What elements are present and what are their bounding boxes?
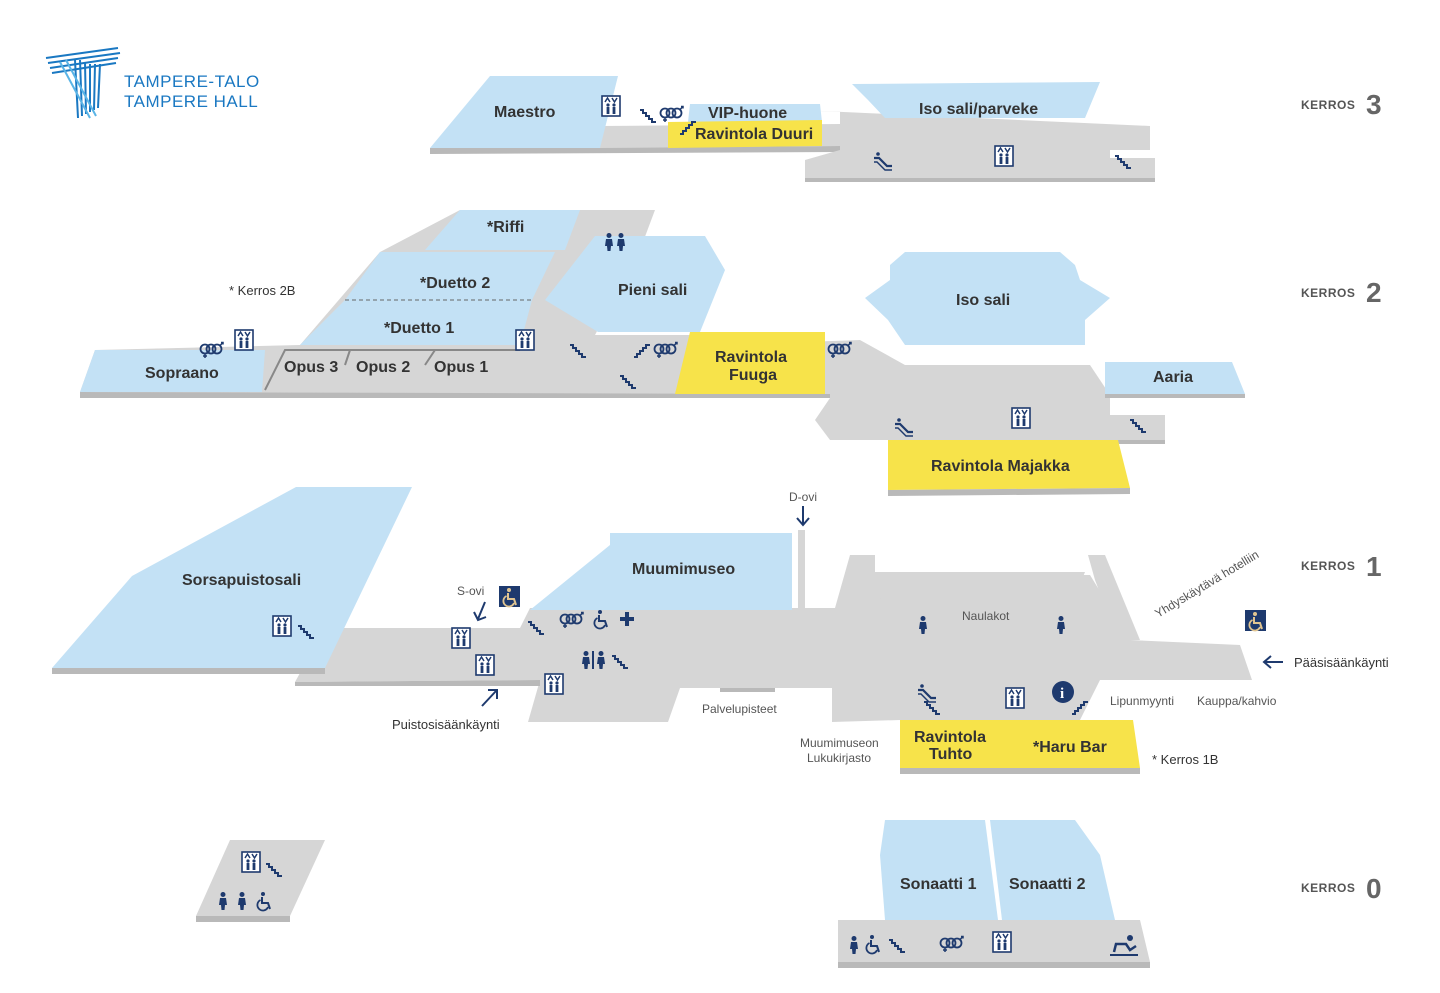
room-pieni-sali: Pieni sali: [618, 282, 687, 299]
room-sopraano: Sopraano: [145, 365, 219, 382]
arrow-left-icon: [1262, 655, 1283, 669]
restaurant-majakka-area: [888, 440, 1130, 490]
elevator-icon: [992, 931, 1012, 953]
elevator-icon: [544, 673, 564, 695]
svg-text:1: 1: [1366, 551, 1382, 582]
room-muumimuseo: Muumimuseo: [632, 561, 735, 578]
restaurant-duuri-area: [668, 120, 822, 148]
elevator-icon: [241, 851, 261, 873]
label-d-ovi: D-ovi: [789, 490, 817, 504]
restaurant-tuhto-line-2: Tuhto: [929, 746, 972, 763]
label-paasisaankaynti: Pääsisäänkäynti: [1294, 655, 1389, 670]
label-lipunmyynti: Lipunmyynti: [1110, 694, 1174, 708]
first-aid-icon: [620, 612, 634, 626]
room-aaria: Aaria: [1153, 369, 1193, 386]
restaurant-duuri: Ravintola Duuri: [695, 126, 813, 143]
label-naulakot: Naulakot: [962, 609, 1010, 623]
floor-0-plan: Sonaatti 1 Sonaatti 2: [196, 820, 1150, 968]
svg-text:KERROS: KERROS: [1301, 559, 1355, 573]
restaurant-haru-bar: *Haru Bar: [1033, 739, 1107, 756]
elevator-icon: [234, 329, 254, 351]
logo-mark-icon: [45, 47, 121, 119]
label-palvelupisteet: Palvelupisteet: [702, 702, 777, 716]
floor-2-plan: *Riffi *Duetto 2 *Duetto 1 Pieni sali Is…: [80, 210, 1245, 496]
label-puistosisaankaynti: Puistosisäänkäynti: [392, 717, 500, 732]
restaurant-fuuga-line-1: Ravintola: [715, 349, 787, 366]
baby-changing-icon: [1110, 935, 1138, 956]
floor-label-0: KERROS 0: [1301, 873, 1382, 904]
room-duetto-1: *Duetto 1: [384, 320, 454, 337]
room-vip: VIP-huone: [708, 105, 787, 122]
floor-1-plan: Sorsapuistosali Muumimuseo Ravintola Tuh…: [52, 487, 1389, 774]
room-riffi: *Riffi: [487, 219, 524, 236]
svg-text:KERROS: KERROS: [1301, 98, 1355, 112]
restaurant-tuhto-haru-area: [900, 720, 1140, 768]
elevator-icon: [1011, 407, 1031, 429]
room-maestro: Maestro: [494, 104, 556, 121]
svg-text:2: 2: [1366, 277, 1382, 308]
floor-3-plan: Maestro VIP-huone Ravintola Duuri Iso sa…: [430, 76, 1155, 182]
tampere-talo-logo: TAMPERE-TALO TAMPERE HALL: [45, 47, 260, 119]
label-lukukirjasto: Lukukirjasto: [807, 751, 871, 765]
logo-line-2: TAMPERE HALL: [124, 92, 258, 111]
elevator-icon: [601, 95, 621, 117]
svg-text:KERROS: KERROS: [1301, 286, 1355, 300]
restaurant-majakka: Ravintola Majakka: [931, 458, 1070, 475]
floor-label-1: KERROS 1: [1301, 551, 1382, 582]
restaurant-tuhto-line-1: Ravintola: [914, 729, 986, 746]
elevator-icon: [272, 615, 292, 637]
svg-text:KERROS: KERROS: [1301, 881, 1355, 895]
restaurant-fuuga-area: [675, 332, 825, 394]
label-muumimuseon: Muumimuseon: [800, 736, 879, 750]
wc-icon: [659, 105, 684, 123]
room-sonaatti-2: Sonaatti 2: [1009, 876, 1086, 893]
stairs-icon: [639, 109, 657, 123]
elevator-icon: [515, 329, 535, 351]
room-iso-sali-parveke: Iso sali/parveke: [919, 101, 1038, 118]
label-yhdyskaytava: Yhdyskäytävä hotelliin: [1152, 547, 1261, 620]
label-kauppa-kahvio: Kauppa/kahvio: [1197, 694, 1277, 708]
room-sonaatti-1: Sonaatti 1: [900, 876, 977, 893]
logo-line-1: TAMPERE-TALO: [124, 72, 260, 91]
arrow-up-right-icon: [481, 689, 498, 707]
elevator-icon: [1005, 687, 1025, 709]
elevator-icon: [475, 654, 495, 676]
floor-label-2: KERROS 2: [1301, 277, 1382, 308]
restaurant-fuuga-line-2: Fuuga: [729, 367, 777, 384]
svg-text:0: 0: [1366, 873, 1382, 904]
room-opus-2: Opus 2: [356, 359, 410, 376]
note-kerros-1b: * Kerros 1B: [1152, 752, 1218, 767]
svg-text:3: 3: [1366, 89, 1382, 120]
room-opus-1: Opus 1: [434, 359, 488, 376]
room-opus-3: Opus 3: [284, 359, 338, 376]
label-s-ovi: S-ovi: [457, 584, 484, 598]
elevator-icon: [451, 627, 471, 649]
elevator-icon: [994, 145, 1014, 167]
floor-label-3: KERROS 3: [1301, 89, 1382, 120]
info-icon: [1052, 681, 1074, 703]
arrow-down-icon: [473, 601, 487, 622]
arrow-down-icon: [796, 506, 810, 527]
note-kerros-2b: * Kerros 2B: [229, 283, 295, 298]
room-iso-sali: Iso sali: [956, 292, 1010, 309]
svg-text:i: i: [1060, 686, 1064, 702]
room-sorsapuistosali: Sorsapuistosali: [182, 572, 301, 589]
room-duetto-2: *Duetto 2: [420, 275, 490, 292]
